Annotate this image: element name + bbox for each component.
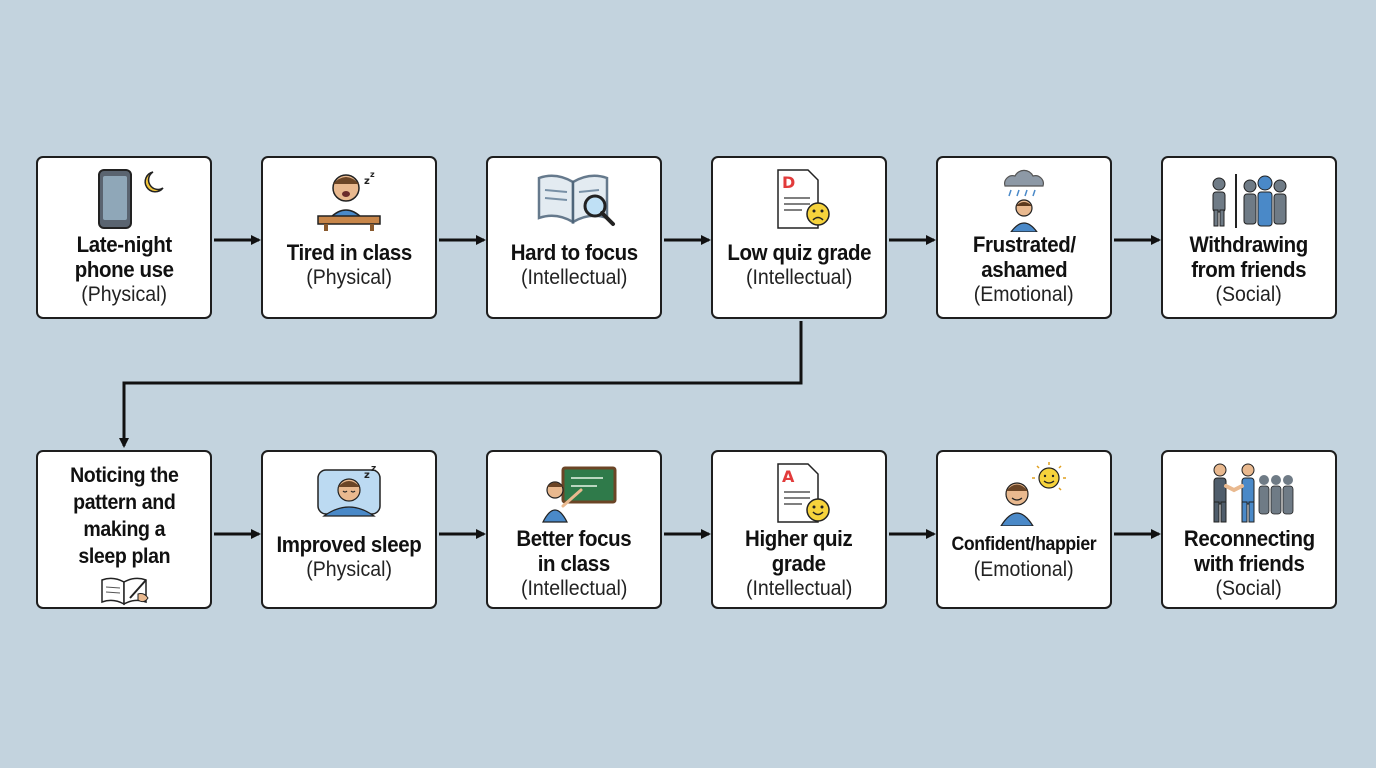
person-rain-cloud-icon — [969, 166, 1079, 232]
person-apart-from-group-icon — [1194, 166, 1304, 232]
step-frustrated-ashamed: Frustrated/ashamed (Emotional) — [936, 156, 1112, 319]
step-category: (Physical) — [306, 558, 392, 581]
step-category: (Emotional) — [974, 283, 1074, 306]
blurry-book-magnifier-icon — [519, 166, 629, 232]
step-title: Tired in class — [286, 240, 412, 265]
phone-moon-icon — [69, 166, 179, 232]
step-title: Improved sleep — [276, 532, 422, 557]
arrow-row-wrap — [119, 321, 803, 448]
step-category: (Intellectual) — [745, 577, 853, 600]
step-category: (Emotional) — [974, 558, 1074, 581]
step-category: (Intellectual) — [745, 266, 853, 289]
step-low-quiz-grade: D Low quiz grade (Intellectual) — [711, 156, 887, 319]
person-sun-icon — [969, 460, 1079, 526]
svg-text:D: D — [782, 173, 795, 192]
step-tired-in-class: z z Tired in class (Physical) — [261, 156, 437, 319]
svg-text:A: A — [782, 467, 795, 486]
handshake-group-icon — [1194, 460, 1304, 526]
sleeping-person-icon: z z — [294, 460, 404, 526]
step-title: Hard to focus — [510, 240, 638, 265]
step-title: Confident/happier — [951, 534, 1097, 555]
student-chalkboard-icon — [519, 460, 629, 526]
step-hard-to-focus: Hard to focus (Intellectual) — [486, 156, 662, 319]
yawning-student-icon: z z — [294, 166, 404, 232]
step-category: (Social) — [1215, 577, 1283, 600]
paper-grade-a-smile-icon: A — [744, 460, 854, 526]
svg-text:z: z — [370, 170, 375, 179]
step-title: Low quiz grade — [727, 240, 871, 265]
svg-text:z: z — [371, 464, 376, 474]
step-category: (Physical) — [306, 266, 392, 289]
step-improved-sleep: z z Improved sleep (Physical) — [261, 450, 437, 609]
paper-grade-d-sad-icon: D — [744, 166, 854, 232]
step-title: Frustrated/ashamed — [972, 232, 1076, 282]
svg-text:z: z — [364, 470, 370, 481]
step-category: (Physical) — [81, 283, 167, 306]
step-category: (Social) — [1215, 283, 1283, 306]
svg-text:z: z — [364, 176, 370, 187]
writing-notebook-icon — [94, 572, 154, 608]
step-confident-happier: Confident/happier (Emotional) — [936, 450, 1112, 609]
step-category: (Intellectual) — [520, 577, 628, 600]
step-category: (Intellectual) — [520, 266, 628, 289]
